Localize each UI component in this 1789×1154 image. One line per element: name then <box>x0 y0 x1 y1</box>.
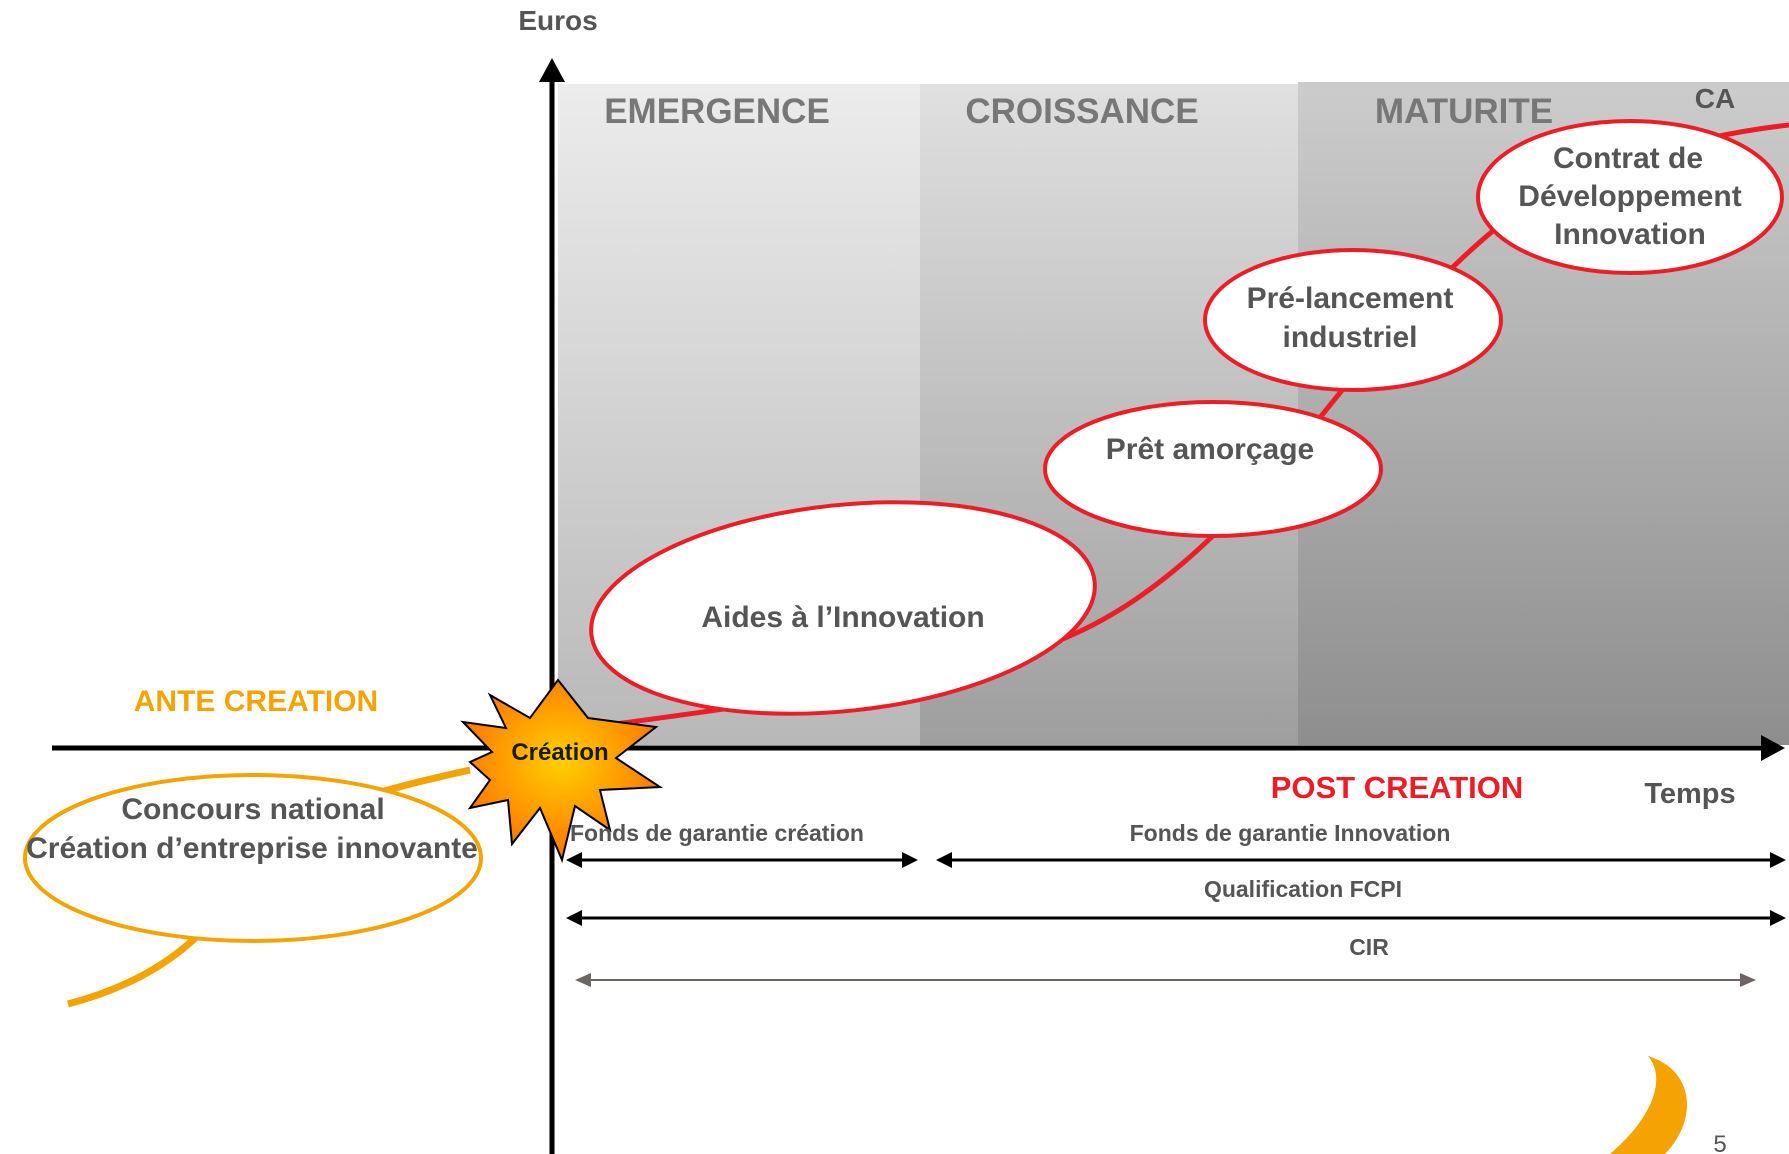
bubble-aides-innovation: Aides à l’Innovation <box>589 500 1097 716</box>
phase-label-croissance: CROISSANCE <box>965 92 1198 131</box>
bubble-concours-line1: Concours national <box>121 793 384 826</box>
range-arrow-fonds-innovation <box>936 852 1786 868</box>
range-arrow-fcpi <box>566 910 1786 926</box>
bubble-contrat-line1: Contrat de <box>1553 142 1703 175</box>
bubble-contrat-line3: Innovation <box>1554 218 1706 251</box>
bubble-pret-text: Prêt amorçage <box>1106 433 1314 466</box>
ante-creation-label: ANTE CREATION <box>134 685 378 718</box>
bubble-contrat-line2: Développement <box>1518 180 1741 213</box>
creation-label: Création <box>511 739 608 766</box>
range-label-fonds-innovation: Fonds de garantie Innovation <box>1130 820 1451 846</box>
bubble-prelancement-line2: industriel <box>1282 321 1417 354</box>
x-axis-label: Temps <box>1644 778 1735 810</box>
phase-label-maturite: MATURITE <box>1375 92 1553 131</box>
ca-label: CA <box>1695 83 1735 114</box>
y-axis-label: Euros <box>518 5 597 36</box>
range-label-fcpi: Qualification FCPI <box>1204 876 1402 902</box>
bubble-contrat: Contrat de Développement Innovation <box>1476 119 1784 275</box>
page-number: 5 <box>1713 1131 1726 1154</box>
bubble-prelancement: Pré-lancement industriel <box>1203 248 1503 392</box>
bubble-prelancement-line1: Pré-lancement <box>1247 282 1454 315</box>
phase-label-emergence: EMERGENCE <box>604 92 830 131</box>
range-label-fonds-creation: Fonds de garantie création <box>570 820 864 846</box>
x-axis-arrowhead <box>1761 735 1785 761</box>
bubble-aides-text: Aides à l’Innovation <box>701 601 984 634</box>
bubble-concours-line2: Création d’entreprise innovante <box>26 832 478 865</box>
post-creation-label: POST CREATION <box>1271 770 1524 805</box>
bubble-pret-amorcage: Prêt amorçage <box>1043 400 1383 538</box>
starburst-icon <box>460 678 664 864</box>
bubble-concours: Concours national Création d’entreprise … <box>23 773 483 943</box>
range-arrow-cir <box>575 973 1756 987</box>
creation-starburst: Création <box>460 678 664 864</box>
range-label-cir: CIR <box>1349 934 1389 960</box>
logo-swoosh-icon <box>1610 1056 1687 1154</box>
range-arrow-fonds-creation <box>566 852 918 868</box>
y-axis-arrowhead <box>539 58 565 82</box>
